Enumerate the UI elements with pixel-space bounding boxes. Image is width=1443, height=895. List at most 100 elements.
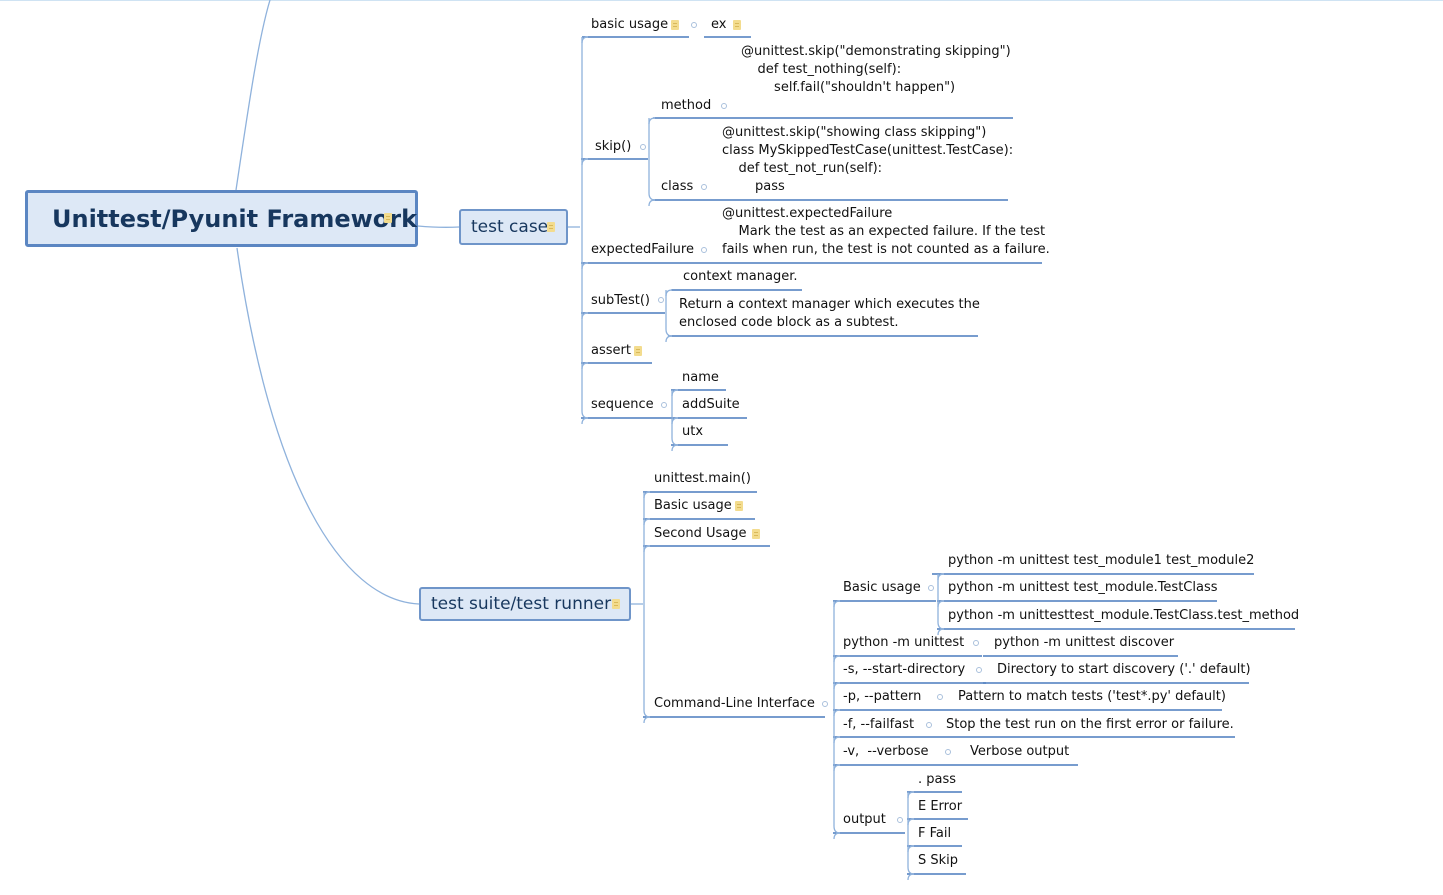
root-to-test-case-connector	[417, 225, 460, 228]
collapse-toggle-icon[interactable]	[973, 640, 979, 646]
expected-failure-desc-2: Mark the test as an expected failure. If…	[722, 224, 1046, 239]
root-note-icon[interactable]	[384, 213, 392, 223]
branch-connector	[643, 545, 651, 553]
assert-note-icon[interactable]	[634, 346, 642, 356]
node-class[interactable]: class	[661, 179, 694, 194]
second-usage-note-icon[interactable]	[752, 529, 760, 539]
node-sequence-addsuite[interactable]: addSuite	[682, 397, 740, 412]
node-ex[interactable]: ex	[711, 17, 727, 32]
output-fail[interactable]: F Fail	[918, 826, 952, 841]
cli-basic-cmd-3[interactable]: python -m unittesttest_module.TestClass.…	[948, 608, 1300, 623]
node-second-usage[interactable]: Second Usage	[654, 526, 747, 541]
cli-option-failfast[interactable]: -f, --failfast	[843, 717, 915, 732]
node-cli-basic-usage[interactable]: Basic usage	[843, 580, 921, 595]
node-method[interactable]: method	[661, 98, 712, 113]
cli-option-pattern-desc[interactable]: Pattern to match tests ('test*.py' defau…	[958, 689, 1226, 704]
branch-connector	[671, 417, 679, 425]
branch-connector	[833, 601, 841, 834]
collapse-toggle-icon[interactable]	[976, 667, 982, 673]
branch-connector	[581, 362, 589, 370]
suite-basic-usage-note-icon[interactable]	[735, 501, 743, 511]
collapse-toggle-icon[interactable]	[945, 749, 951, 755]
node-command-line-interface[interactable]: Command-Line Interface	[654, 696, 815, 711]
root-to-offscreen-connector	[235, 0, 271, 191]
node-output[interactable]: output	[843, 812, 886, 827]
branch-connector	[907, 792, 915, 875]
branch-connector	[671, 444, 679, 452]
branch-connector	[937, 628, 945, 636]
collapse-toggle-icon[interactable]	[661, 402, 667, 408]
collapse-toggle-icon[interactable]	[822, 701, 828, 707]
cli-option-start-directory-desc[interactable]: Directory to start discovery ('.' defaul…	[997, 662, 1251, 677]
cli-option-start-directory[interactable]: -s, --start-directory	[843, 662, 966, 677]
branch-connector	[671, 389, 679, 397]
branch-connector	[907, 845, 915, 853]
topic-test-suite-runner[interactable]: test suite/test runner	[419, 587, 631, 621]
root-topic[interactable]: Unittest/Pyunit Framework	[25, 190, 418, 247]
collapse-toggle-icon[interactable]	[937, 694, 943, 700]
node-unittest-main[interactable]: unittest.main()	[654, 471, 751, 486]
ex-note-icon[interactable]	[733, 20, 741, 30]
topic-test-suite-runner-label: test suite/test runner	[431, 594, 612, 614]
branch-connector	[907, 873, 915, 881]
collapse-toggle-icon[interactable]	[926, 722, 932, 728]
node-expected-failure[interactable]: expectedFailure	[591, 242, 694, 257]
node-subtest[interactable]: subTest()	[591, 293, 651, 308]
node-assert[interactable]: assert	[591, 343, 631, 358]
node-basic-usage[interactable]: basic usage	[591, 17, 669, 32]
cli-option-verbose-desc[interactable]: Verbose output	[970, 744, 1070, 759]
collapse-toggle-icon[interactable]	[701, 247, 707, 253]
method-code-line-1: @unittest.skip("demonstrating skipping")	[741, 44, 1011, 59]
branch-connector	[648, 118, 656, 201]
collapse-toggle-icon[interactable]	[897, 817, 903, 823]
branch-connector	[581, 417, 589, 425]
branch-connector	[833, 709, 841, 717]
collapse-toggle-icon[interactable]	[721, 103, 727, 109]
branch-connector	[643, 518, 651, 526]
node-context-manager[interactable]: context manager.	[683, 269, 798, 284]
test-case-note-icon[interactable]	[547, 222, 555, 232]
branch-connector	[643, 492, 651, 718]
branch-connector	[907, 818, 915, 826]
branch-connector	[643, 491, 651, 499]
output-skip[interactable]: S Skip	[918, 853, 959, 868]
node-skip[interactable]: skip()	[595, 139, 632, 154]
test-suite-note-icon[interactable]	[612, 599, 620, 609]
branch-connector	[581, 262, 589, 270]
root-topic-label: Unittest/Pyunit Framework	[52, 204, 418, 233]
collapse-toggle-icon[interactable]	[701, 184, 707, 190]
cli-option-failfast-desc[interactable]: Stop the test run on the first error or …	[946, 717, 1234, 732]
branch-connector	[833, 764, 841, 772]
basic-usage-note-icon[interactable]	[671, 20, 679, 30]
node-suite-basic-usage[interactable]: Basic usage	[654, 498, 732, 513]
cli-basic-cmd-2[interactable]: python -m unittest test_module.TestClass	[948, 580, 1218, 595]
branch-connector	[581, 158, 589, 166]
node-sequence-name[interactable]: name	[682, 370, 719, 385]
cli-option-discover[interactable]: python -m unittest discover	[994, 635, 1175, 650]
class-code-line-1: @unittest.skip("showing class skipping")	[722, 125, 987, 140]
branch-connector	[665, 335, 673, 343]
branch-connector	[581, 36, 589, 44]
collapse-toggle-icon[interactable]	[640, 144, 646, 150]
output-error[interactable]: E Error	[918, 799, 963, 814]
cli-option-python-m-unittest[interactable]: python -m unittest	[843, 635, 965, 650]
collapse-toggle-icon[interactable]	[658, 297, 664, 303]
node-sequence-utx[interactable]: utx	[682, 424, 704, 439]
output-pass[interactable]: . pass	[918, 772, 957, 787]
node-sequence[interactable]: sequence	[591, 397, 654, 412]
class-code-line-2: class MySkippedTestCase(unittest.TestCas…	[722, 143, 1014, 158]
expected-failure-desc-3: fails when run, the test is not counted …	[722, 242, 1050, 257]
subtest-desc-1: Return a context manager which executes …	[679, 297, 980, 312]
branch-connector	[833, 655, 841, 663]
cli-option-pattern[interactable]: -p, --pattern	[843, 689, 922, 704]
class-code-line-3: def test_not_run(self):	[722, 161, 883, 176]
branch-connector	[648, 199, 656, 207]
expected-failure-desc-1: @unittest.expectedFailure	[722, 206, 893, 221]
branch-connector	[648, 117, 656, 125]
subtest-desc-2: enclosed code block as a subtest.	[679, 315, 899, 330]
branch-connector	[937, 573, 945, 581]
collapse-toggle-icon[interactable]	[691, 22, 697, 28]
cli-basic-cmd-1[interactable]: python -m unittest test_module1 test_mod…	[948, 553, 1255, 568]
collapse-toggle-icon[interactable]	[928, 585, 934, 591]
cli-option-verbose[interactable]: -v, --verbose	[843, 744, 929, 759]
